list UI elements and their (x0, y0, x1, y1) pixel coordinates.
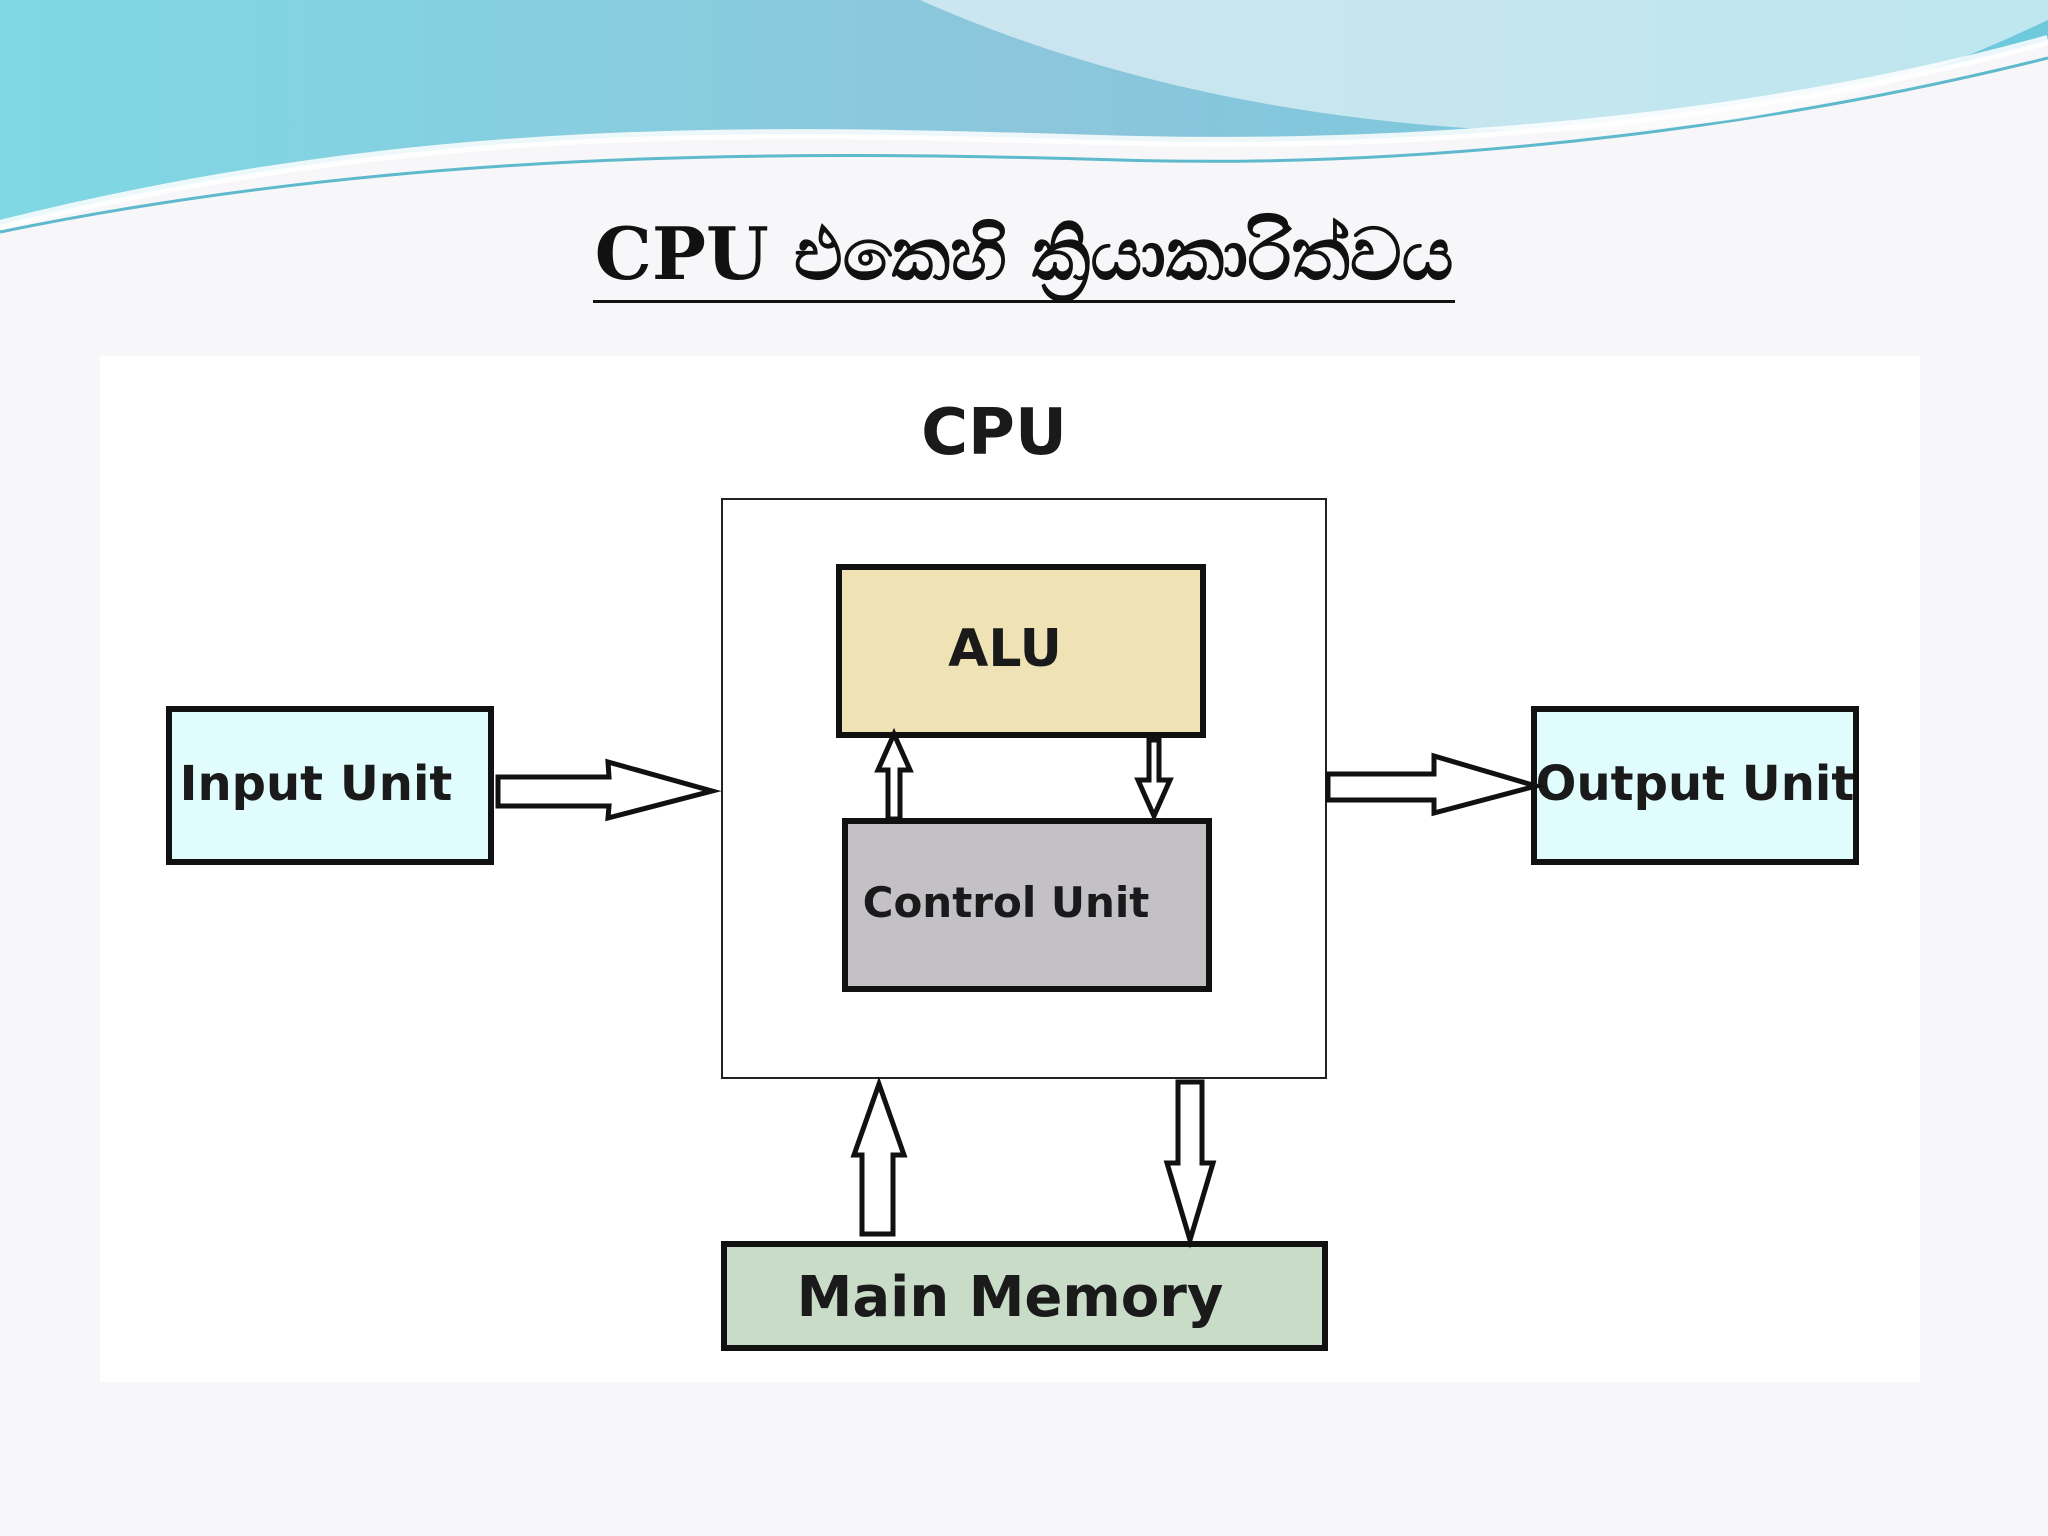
control-unit-label: Control Unit (863, 878, 1150, 927)
control-unit-rect (842, 818, 1212, 992)
output-unit-label: Output Unit (1536, 756, 1855, 812)
alu-label: ALU (948, 619, 1062, 679)
arrow-alu-to-control (1134, 737, 1174, 823)
diagram-panel: CPU ALU Control Unit Input Unit Output U… (100, 356, 1920, 1382)
cpu-title: CPU (921, 396, 1067, 470)
main-memory-box: Main Memory (721, 1241, 1328, 1351)
alu-rect (836, 564, 1206, 738)
input-unit-box: Input Unit (166, 706, 494, 865)
main-memory-rect (721, 1241, 1328, 1351)
arrow-cpu-to-memory (1163, 1079, 1217, 1249)
alu-box: ALU (836, 564, 1206, 738)
arrow-cpu-to-output (1325, 752, 1546, 817)
output-unit-box: Output Unit (1531, 706, 1859, 865)
output-unit-rect (1531, 706, 1859, 865)
main-memory-label: Main Memory (797, 1265, 1224, 1330)
input-unit-rect (166, 706, 494, 865)
slide-title-row: CPU එකෙහි ක්‍රියාකාරිත්වය (0, 211, 2048, 303)
header-wave-decoration (0, 0, 2048, 234)
cpu-block-diagram: CPU ALU Control Unit Input Unit Output U… (166, 396, 1859, 1351)
arrow-input-to-cpu (495, 758, 722, 822)
arrow-control-to-alu (874, 727, 914, 822)
input-unit-label: Input Unit (180, 756, 453, 812)
control-unit-box: Control Unit (842, 818, 1212, 992)
slide-title: CPU එකෙහි ක්‍රියාකාරිත්වය (592, 211, 1456, 303)
arrow-memory-to-cpu (850, 1076, 908, 1237)
